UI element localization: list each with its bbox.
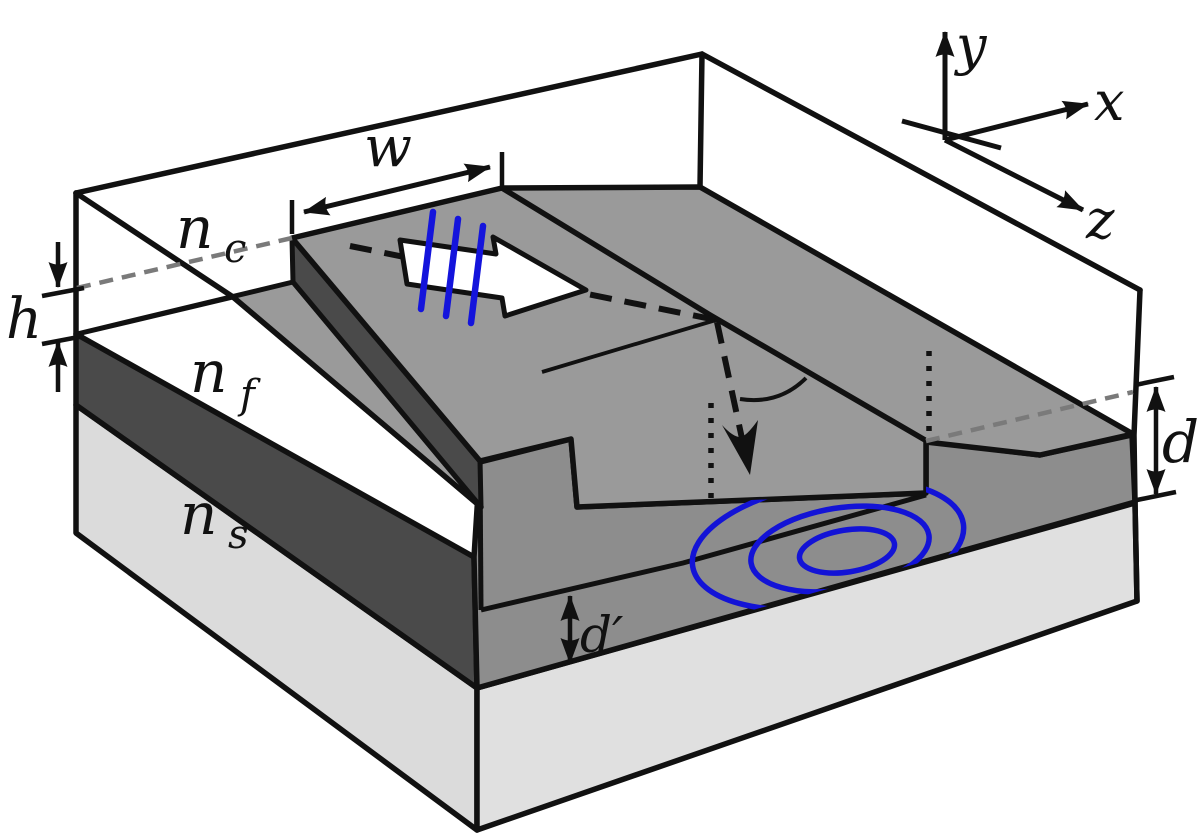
- reflected-ray-dashed: [714, 321, 747, 449]
- film-label: n: [190, 338, 227, 406]
- coordinate-axes: [901, 31, 1089, 213]
- ray-surface-trace-line: [541, 318, 717, 374]
- cover-label: n: [176, 194, 213, 262]
- z-axis: [943, 137, 1085, 213]
- box-back-vertical-edge: [697, 51, 705, 190]
- rib-right-top-edge: [500, 185, 927, 443]
- angle-arc: [739, 376, 808, 403]
- wavefront-line-2: [442, 215, 462, 320]
- y-axis-label: y: [954, 14, 988, 77]
- axis-origin-tick: [901, 118, 1002, 151]
- reflected-ray-arrowhead: [722, 420, 758, 475]
- mode-contour-inner: [796, 526, 898, 576]
- x-axis-label: x: [1094, 70, 1124, 133]
- substrate-label-sub: s: [228, 512, 249, 558]
- reference-lines: [76, 235, 1134, 444]
- box-right-vertical-edge: [1131, 287, 1143, 604]
- d-tick-top: [1134, 374, 1175, 388]
- cover-box-outline: [73, 51, 1143, 604]
- rib-top-level-dashed-left: [76, 235, 293, 291]
- input-light: [397, 208, 589, 327]
- substrate-label: n: [180, 480, 217, 548]
- film-top-level-dashed-right: [925, 389, 1134, 444]
- film-label-sub: f: [237, 372, 261, 418]
- w-double-arrow: [303, 163, 491, 216]
- h-tick-top: [41, 285, 85, 299]
- wavefront-line-1: [417, 208, 437, 313]
- cover-label-sub: c: [224, 226, 246, 272]
- dimension-marks: [41, 152, 1177, 664]
- d-tick-bottom: [1136, 489, 1177, 503]
- z-axis-label: z: [1085, 188, 1115, 251]
- wavefront-lines: [417, 208, 487, 327]
- d-label: d: [1162, 408, 1199, 476]
- slab-level-edge: [480, 492, 927, 613]
- cover-cut-top-edge: [73, 190, 484, 510]
- h-label: h: [6, 287, 42, 352]
- w-label: w: [364, 115, 412, 180]
- x-axis: [944, 100, 1089, 143]
- d-prime-label: d′: [580, 606, 624, 664]
- wavefront-line-3: [467, 222, 487, 327]
